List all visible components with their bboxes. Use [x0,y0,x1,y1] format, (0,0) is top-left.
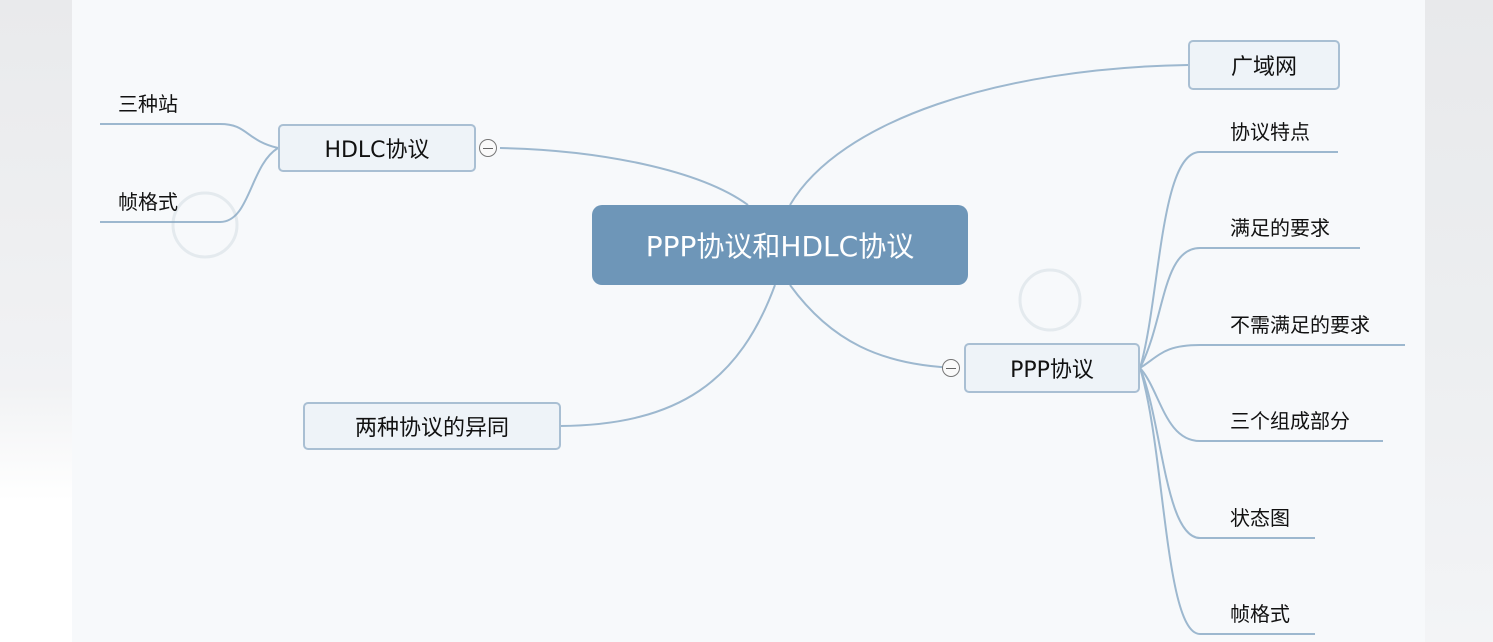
left-page-margin [0,0,72,642]
node-ppp[interactable]: PPP协议 [964,343,1140,393]
collapse-ppp-icon[interactable] [942,359,960,377]
link-root-hdlc [499,147,749,206]
link-ppp-3 [1139,344,1405,369]
link-ppp-6 [1139,367,1315,635]
leaf-ppp-1[interactable]: 协议特点 [1230,120,1310,144]
leaf-ppp-4[interactable]: 三个组成部分 [1230,409,1350,433]
link-ppp-5 [1139,367,1315,539]
right-page-margin [1425,0,1493,642]
node-compare-label: 两种协议的异同 [354,416,509,441]
leaf-hdlc-2[interactable]: 帧格式 [118,190,178,214]
leaf-ppp-2[interactable]: 满足的要求 [1230,216,1330,240]
leaf-ppp-3[interactable]: 不需满足的要求 [1230,313,1370,337]
leaf-hdlc-1[interactable]: 三种站 [118,92,178,116]
mindmap-canvas [72,0,1425,642]
collapse-hdlc-icon[interactable] [479,139,497,157]
link-hdlc-sanzhongzhan [100,123,279,149]
link-ppp-2 [1139,247,1360,369]
root-node-label: PPP协议和HDLC协议 [645,230,915,263]
link-root-compare [559,284,776,427]
node-hdlc-label: HDLC协议 [324,138,430,163]
root-node[interactable]: PPP协议和HDLC协议 [592,205,968,285]
node-wan-label: 广域网 [1230,55,1297,80]
node-ppp-label: PPP协议 [1010,358,1094,383]
link-hdlc-zhengeshi [100,147,279,223]
node-wan[interactable]: 广域网 [1188,40,1340,90]
leaf-ppp-5[interactable]: 状态图 [1230,506,1290,530]
link-root-ppp [789,284,961,369]
link-root-wan [789,64,1189,206]
link-ppp-1 [1139,151,1338,369]
node-hdlc[interactable]: HDLC协议 [278,124,476,172]
link-ppp-4 [1139,367,1383,442]
leaf-ppp-6[interactable]: 帧格式 [1230,602,1290,626]
node-compare[interactable]: 两种协议的异同 [303,402,561,450]
